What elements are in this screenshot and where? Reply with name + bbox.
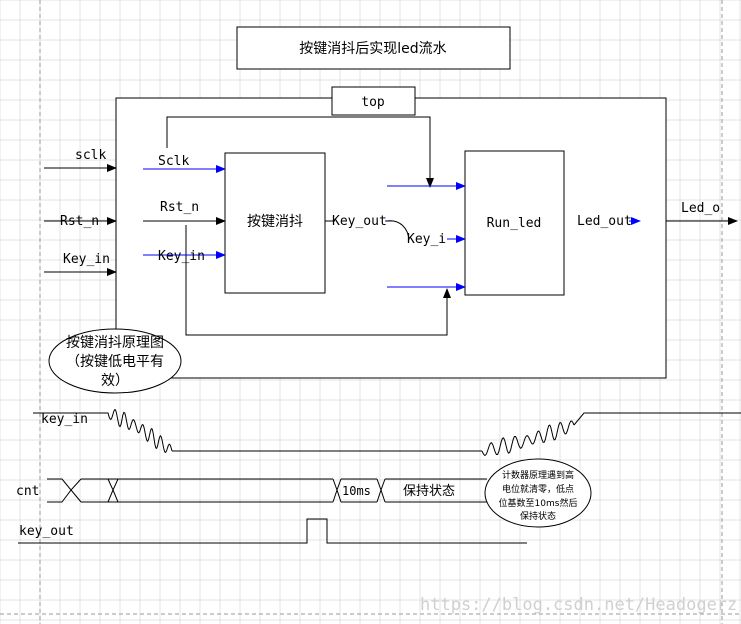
counter-callout-line-3: 位基数至10ms然后 bbox=[499, 497, 578, 509]
cnt-10ms-label: 10ms bbox=[342, 484, 371, 498]
timing-keyin-label: key_in bbox=[41, 412, 88, 427]
run-led-block bbox=[464, 150, 565, 296]
counter-callout bbox=[484, 458, 592, 528]
rst-route-line bbox=[185, 225, 451, 336]
ledout-label: Led_out bbox=[577, 214, 632, 229]
top-label: top bbox=[361, 95, 385, 110]
debounce-block bbox=[224, 152, 326, 294]
rst-port-label: Rst_n bbox=[60, 214, 99, 229]
principle-callout bbox=[48, 328, 182, 394]
counter-callout-line-1: 计数器原理遇到高 bbox=[502, 469, 574, 481]
cnt-bus bbox=[47, 478, 487, 503]
sclk-route-line bbox=[166, 116, 434, 188]
keyin-high-end bbox=[573, 412, 741, 426]
inner-rst-label: Rst_n bbox=[160, 200, 199, 215]
keyi-label: Key_i bbox=[407, 232, 446, 247]
led-port-label: Led_o bbox=[681, 201, 720, 216]
watermark: https://blog.csdn.net/Headogerz bbox=[420, 595, 737, 615]
debounce-block-label: 按键消抖 bbox=[247, 214, 303, 230]
run-led-block-label: Run_led bbox=[487, 216, 542, 231]
top-module bbox=[115, 97, 667, 379]
timing-keyout-label: key_out bbox=[19, 524, 74, 539]
diagram-title: 按键消抖后实现led流水 bbox=[299, 41, 446, 57]
principle-callout-line-1: 按键消抖原理图 bbox=[66, 335, 164, 351]
keyin-bounce-falling bbox=[98, 409, 173, 454]
inner-keyin-label: Key_in bbox=[158, 249, 205, 264]
cnt-hold-label: 保持状态 bbox=[403, 484, 455, 499]
counter-callout-line-2: 电位就清零，低点 bbox=[502, 483, 574, 495]
title-box bbox=[236, 26, 511, 70]
keyout-waveform bbox=[18, 518, 527, 544]
principle-callout-line-3: 效） bbox=[101, 373, 129, 389]
timing-cnt-label: cnt bbox=[16, 484, 39, 499]
principle-callout-line-2: （按键低电平有 bbox=[66, 354, 164, 370]
keyout-curve bbox=[385, 220, 410, 241]
top-label-box bbox=[331, 86, 416, 116]
keyin-port-label: Key_in bbox=[63, 252, 110, 267]
sclk-port-label: sclk bbox=[75, 148, 106, 163]
inner-sclk-label: Sclk bbox=[158, 154, 189, 169]
counter-callout-line-4: 保持状态 bbox=[520, 510, 556, 522]
keyin-bounce-rising bbox=[481, 420, 575, 456]
keyout-label: Key_out bbox=[332, 214, 387, 229]
